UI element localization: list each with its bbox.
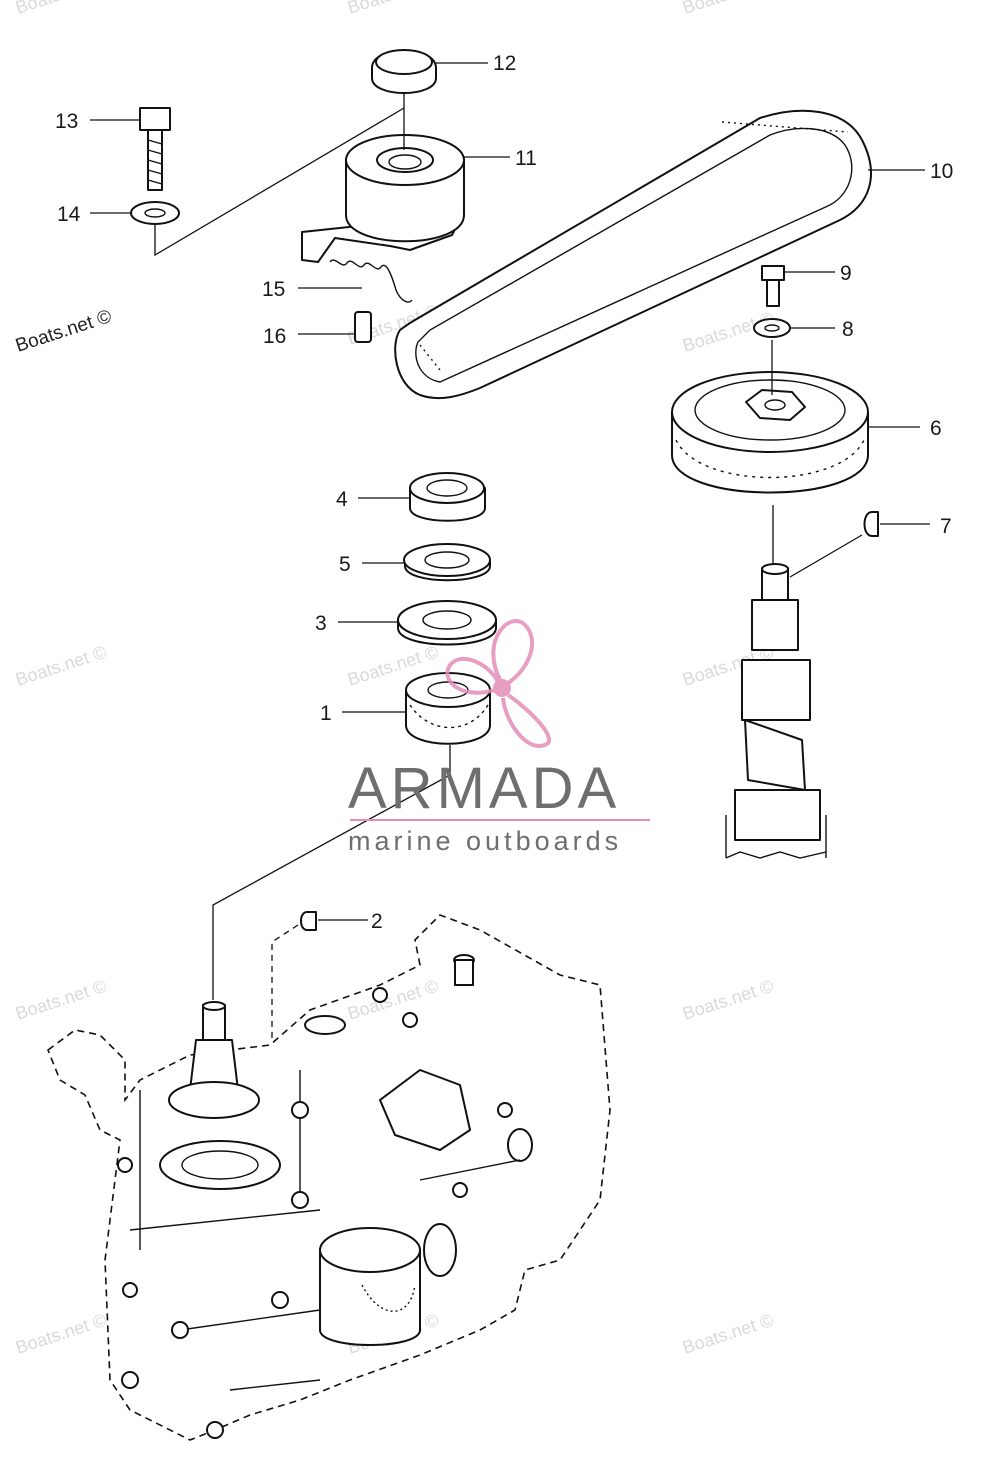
armada-logo: ARMADA marine outboards: [348, 619, 650, 856]
logo-subtitle: marine outboards: [348, 826, 622, 856]
watermark-text: Boats.net ©: [345, 976, 441, 1024]
callout-15: 15: [262, 278, 285, 301]
pin-part-16: [298, 311, 372, 343]
bolt-part-9: [761, 265, 835, 307]
washer-part-14: [90, 201, 180, 225]
callout-14: 14: [57, 203, 81, 226]
watermark-text: Boats.net ©: [13, 306, 114, 357]
callout-11: 11: [515, 147, 537, 170]
plate-part-3: [338, 600, 497, 646]
callout-12: 12: [493, 52, 516, 75]
washer-part-8: [753, 318, 835, 338]
callout-5: 5: [339, 553, 351, 576]
watermark-text: Boats.net ©: [680, 976, 776, 1024]
callout-10: 10: [930, 160, 953, 183]
cap-part-12: [371, 49, 488, 94]
washer-part-5: [362, 543, 491, 582]
callout-3: 3: [315, 612, 327, 635]
timing-belt-part-10: [394, 109, 925, 399]
callout-labels: 12 13 11 10 14 9 15 8 16 6 4 7 5 3 1 2: [55, 52, 953, 933]
propeller-icon: [445, 619, 551, 748]
crank-sprocket-part-1: [212, 672, 491, 1000]
callout-16: 16: [263, 325, 286, 348]
watermark-text: Boats.net ©: [680, 0, 776, 18]
key-part-2: [271, 911, 368, 1040]
callout-2: 2: [371, 910, 383, 933]
watermark-text: Boats.net ©: [13, 642, 109, 690]
bolt-part-13: [90, 107, 171, 191]
callout-9: 9: [840, 262, 852, 285]
camshaft-sprocket-part-6: [671, 340, 920, 494]
watermark-text: Boats.net ©: [13, 976, 109, 1024]
watermark-text: Boats.net ©: [13, 0, 109, 18]
logo-title: ARMADA: [348, 756, 620, 821]
callout-7: 7: [940, 515, 952, 538]
cylinder-block: [47, 914, 611, 1441]
callout-6: 6: [930, 417, 942, 440]
nut-part-4: [358, 472, 486, 522]
camshaft: [725, 505, 863, 859]
callout-13: 13: [55, 110, 78, 133]
tensioner-pulley-part-11: [301, 92, 510, 263]
assembly-line: [154, 107, 405, 257]
spring-part-15: [298, 259, 413, 303]
watermark-text: Boats.net ©: [13, 1310, 109, 1358]
callout-1: 1: [320, 702, 332, 725]
watermark-text: Boats.net ©: [680, 1310, 776, 1358]
callout-8: 8: [842, 318, 854, 341]
key-part-7: [863, 511, 930, 537]
callout-4: 4: [336, 488, 348, 511]
watermark-text: Boats.net ©: [345, 0, 441, 18]
